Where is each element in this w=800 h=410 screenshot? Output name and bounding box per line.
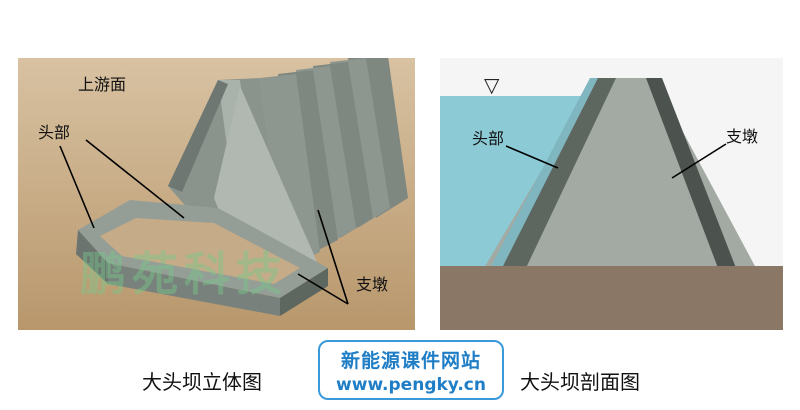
- reservoir-water: [440, 96, 592, 268]
- site-url: www.pengky.cn: [336, 375, 486, 395]
- head-label-section: 头部: [472, 129, 504, 148]
- ground: [440, 266, 783, 330]
- pier-row: [260, 58, 408, 270]
- site-name: 新能源课件网站: [340, 350, 481, 372]
- isometric-view-panel: 上游面 头部 支墩 鹏苑科技: [18, 58, 415, 330]
- pier-band: [646, 78, 736, 268]
- cross-section-panel: ▽ 头部 支墩: [440, 58, 783, 330]
- upstream-face-label: 上游面: [78, 75, 126, 94]
- pier-label: 支墩: [356, 275, 388, 294]
- section-caption: 大头坝剖面图: [520, 370, 640, 394]
- site-watermark: 新能源课件网站 www.pengky.cn: [318, 340, 504, 400]
- isometric-caption: 大头坝立体图: [142, 370, 262, 394]
- overlay-watermark: 鹏苑科技: [80, 247, 288, 301]
- pier-label-section: 支墩: [726, 127, 758, 146]
- head-band: [498, 78, 616, 268]
- dam-body: [484, 78, 756, 268]
- water-level-symbol: ▽: [484, 73, 500, 97]
- isometric-dam-illustration: 上游面 头部 支墩: [18, 58, 415, 330]
- head-label: 头部: [38, 123, 70, 142]
- cross-section-illustration: ▽ 头部 支墩: [440, 58, 783, 330]
